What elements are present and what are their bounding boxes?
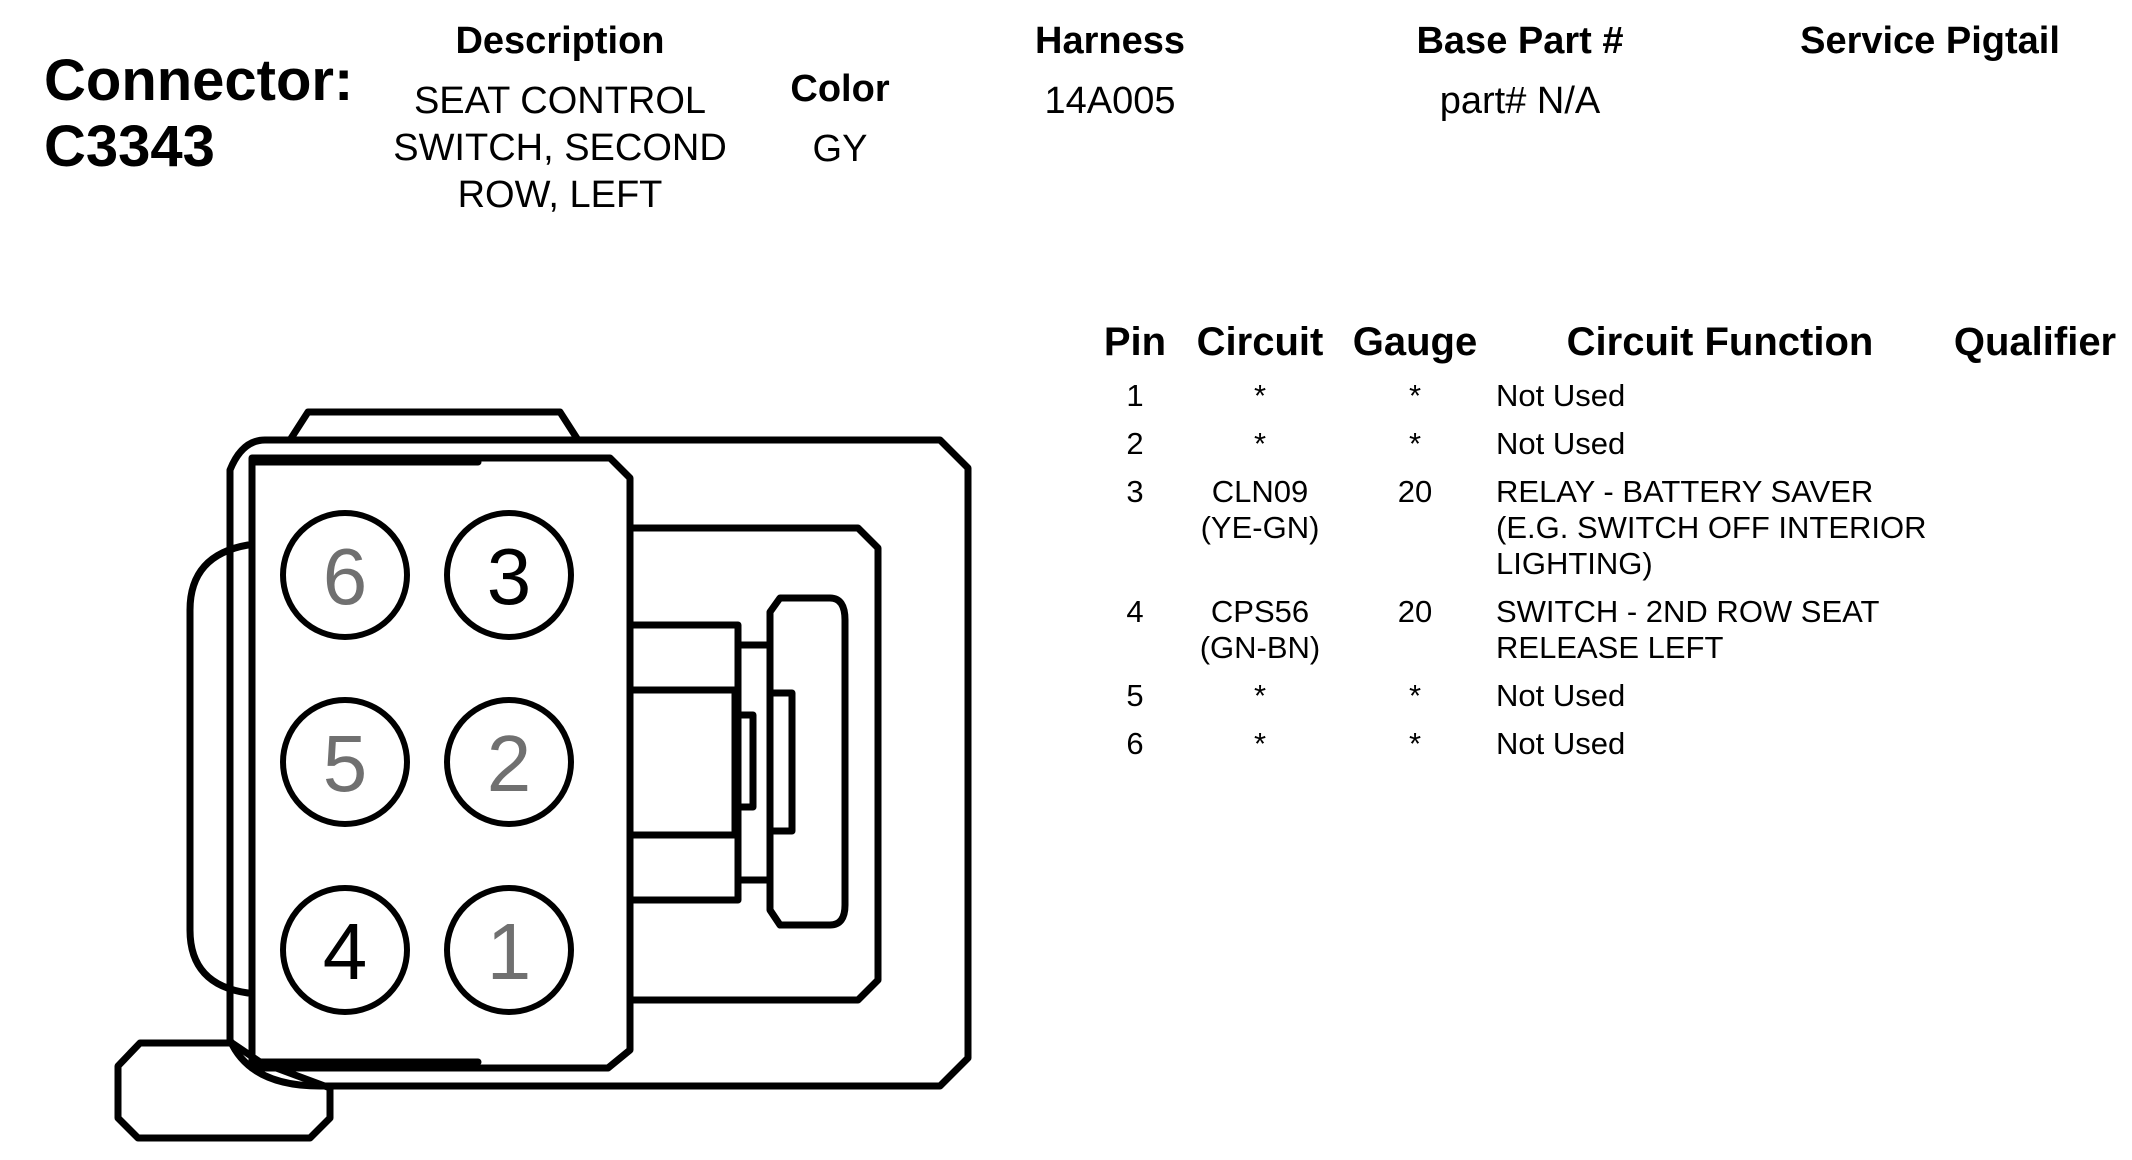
connector-left-bump [186,541,252,997]
circuit-function: SWITCH - 2ND ROW SEAT RELEASE LEFT [1496,594,1880,665]
wire-gauge: 20 [1397,594,1433,629]
connector-latch [114,1039,334,1142]
description-line: SWITCH, SECOND [393,127,727,169]
connector-id: C3343 [44,114,215,179]
base-part-header: Base Part # [1416,20,1624,62]
pin-cavity-2 [444,697,574,827]
pin-number: 1 [1126,378,1144,413]
pin-cavity-1 [444,885,574,1015]
pin-cavity-5 [280,697,410,827]
color-header: Color [790,68,890,110]
connector-title: Connector: C3343 [44,48,353,180]
pin-number: 4 [1126,594,1144,629]
connector-key-channel [626,621,742,904]
circuit-code: * [1253,378,1267,413]
circuit-code: CPS56 (GN-BN) [1199,594,1321,665]
circuit-code: * [1253,426,1267,461]
service-pigtail-header: Service Pigtail [1800,20,2060,62]
gauge-column-header: Gauge [1352,320,1478,364]
pin-label-2: 2 [487,719,532,808]
description-header: Description [455,20,665,62]
wire-gauge: 20 [1397,474,1433,509]
connector-latch-ramp [766,689,796,835]
wire-gauge: * [1408,678,1422,713]
connector-top-tab [286,408,582,444]
qualifier-column-header: Qualifier [1953,320,2117,364]
circuit-function: Not Used [1496,678,1626,713]
pin-number: 6 [1126,726,1144,761]
color-value: GY [812,128,868,170]
pin-cavity-6 [280,510,410,640]
circuit-column-header: Circuit [1196,320,1324,364]
circuit-code: CLN09 (YE-GN) [1200,474,1320,545]
circuit-code: * [1253,726,1267,761]
pin-label-4: 4 [323,907,368,996]
circuit-function: Not Used [1496,426,1626,461]
pin-label-1: 1 [487,907,532,996]
connector-label: Connector: [44,48,354,113]
connector-key-insert [731,711,757,811]
circuit-code: * [1253,678,1267,713]
pin-number: 2 [1126,426,1144,461]
pin-label-5: 5 [323,719,368,808]
pin-label-6: 6 [323,532,368,621]
pin-cavity-3 [444,510,574,640]
pin-column-header: Pin [1103,320,1167,364]
connector-key-block [626,686,739,839]
wire-gauge: * [1408,426,1422,461]
circuit-function: Not Used [1496,378,1626,413]
pin-label-3: 3 [487,532,532,621]
pin-cavities [280,510,574,1015]
description-line: SEAT CONTROL [413,80,707,122]
harness-value: 14A005 [1044,80,1176,122]
pin-cavity-4 [280,885,410,1015]
harness-header: Harness [1035,20,1185,62]
pin-number: 3 [1126,474,1144,509]
circuit-function: Not Used [1496,726,1626,761]
description-line: ROW, LEFT [457,174,663,216]
circuit-function-column-header: Circuit Function [1566,320,1874,364]
connector-right-body [626,524,882,1004]
base-part-value: part# N/A [1439,80,1601,122]
connector-lock [766,594,849,929]
wire-gauge: * [1408,378,1422,413]
wire-gauge: * [1408,726,1422,761]
connector-housing-outer [226,436,972,1090]
circuit-function: RELAY - BATTERY SAVER (E.G. SWITCH OFF I… [1496,474,1927,581]
connector-cavity-frame [248,454,634,1072]
description-value: SEAT CONTROL SWITCH, SECOND ROW, LEFT [350,78,770,219]
pin-number: 5 [1126,678,1144,713]
